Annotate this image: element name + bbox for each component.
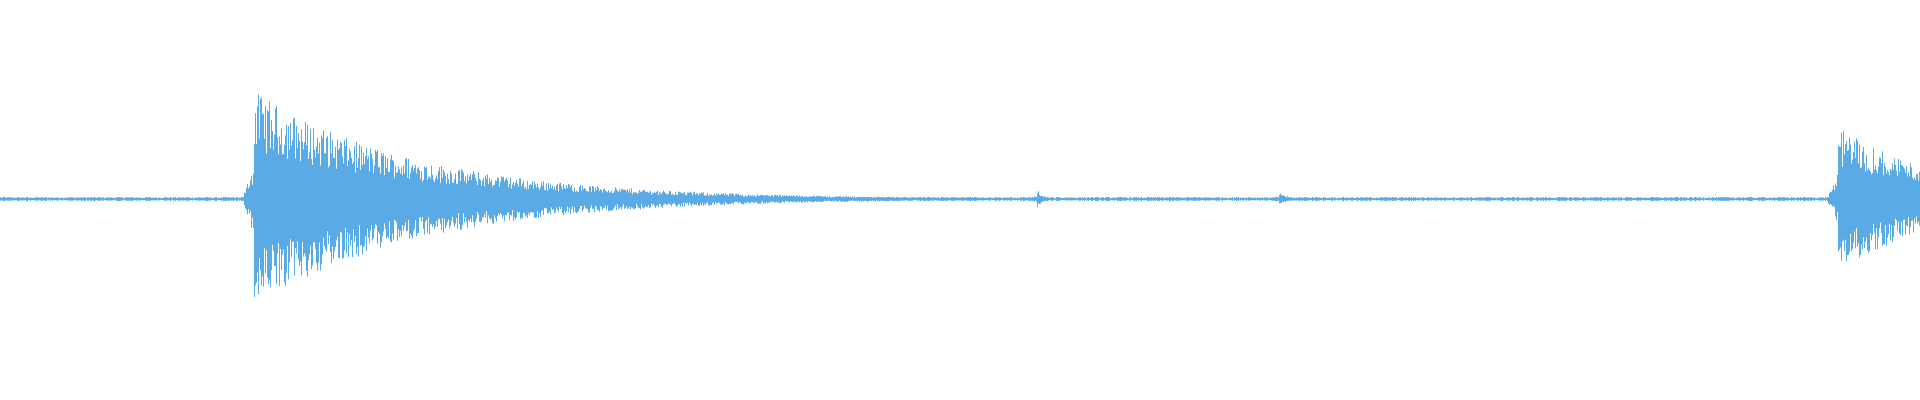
waveform-path xyxy=(0,94,1920,298)
waveform-bars xyxy=(0,94,1920,298)
